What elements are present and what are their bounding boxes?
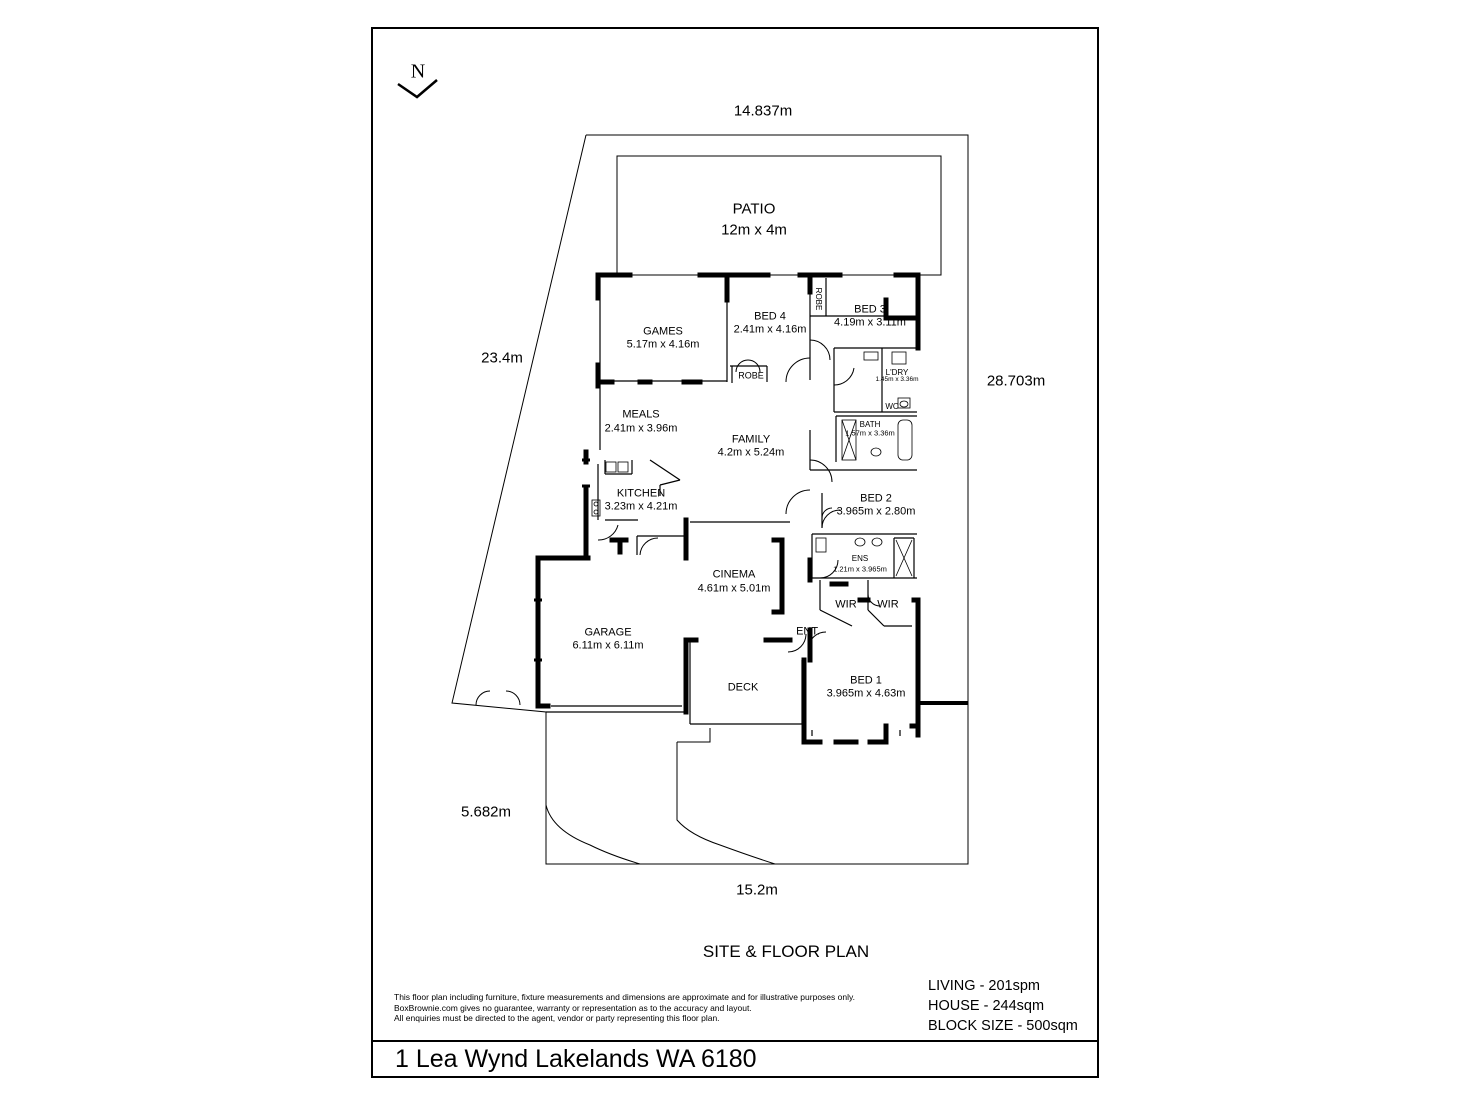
room-cinema-dim: 4.61m x 5.01m	[697, 582, 771, 595]
plan-title: SITE & FLOOR PLAN	[702, 942, 870, 961]
driveway-lines	[545, 728, 776, 865]
north-label: N	[410, 60, 426, 83]
room-ens-name: ENS	[851, 554, 869, 563]
room-games-dim: 5.17m x 4.16m	[626, 338, 700, 351]
door-swings	[475, 339, 881, 706]
room-cinema-name: CINEMA	[712, 568, 756, 581]
site-dim-right: 28.703m	[986, 372, 1046, 390]
disclaimer-line: BoxBrownie.com gives no guarantee, warra…	[394, 1002, 752, 1013]
kitchen-wall-stubs	[534, 458, 590, 662]
footer-divider	[371, 1040, 1099, 1042]
room-bed3-name: BED 3	[854, 303, 886, 316]
room-meals-dim: 2.41m x 3.96m	[604, 422, 678, 435]
room-family-dim: 4.2m x 5.24m	[717, 446, 785, 459]
room-bed2-name: BED 2	[860, 492, 892, 505]
room-meals-name: MEALS	[622, 408, 660, 421]
site-dim-top: 14.837m	[733, 102, 793, 120]
area-stats: LIVING - 201spm HOUSE - 244sqm BLOCK SIZ…	[928, 976, 1078, 1036]
room-bath-name: BATH	[859, 420, 881, 429]
site-dim-bottom: 15.2m	[736, 881, 778, 899]
room-bed1-dim: 3.965m x 4.63m	[826, 687, 906, 700]
room-garage-dim: 6.11m x 6.11m	[572, 639, 644, 652]
stat-living: LIVING - 201spm	[928, 978, 1041, 994]
room-bed4-name: BED 4	[754, 310, 786, 323]
disclaimer-line: All enquiries must be directed to the ag…	[394, 1013, 720, 1023]
stat-block: BLOCK SIZE - 500sqm	[928, 1018, 1078, 1034]
room-deck-name: DECK	[727, 681, 759, 694]
room-wir1-name: WIR	[835, 598, 857, 611]
room-robe4-name: ROBE	[738, 370, 764, 381]
stat-house: HOUSE - 244sqm	[928, 998, 1045, 1014]
room-bath-dim: 1.57m x 3.36m	[845, 428, 895, 438]
patio-outline	[616, 155, 942, 276]
room-bed1-name: BED 1	[850, 674, 882, 687]
room-wir2-name: WIR	[877, 598, 899, 611]
room-ens-dim: 1.21m x 3.965m	[833, 564, 887, 574]
site-boundary	[451, 134, 969, 865]
room-patio-name: PATIO	[732, 200, 776, 218]
room-bed2-dim: 3.965m x 2.80m	[836, 505, 916, 518]
interior-thin-walls	[546, 278, 917, 736]
room-wc-name: WC	[885, 402, 899, 411]
site-dim-bottom-left: 5.682m	[460, 803, 512, 821]
plan-border	[371, 27, 1099, 1078]
room-bed4-dim: 2.41m x 4.16m	[733, 323, 807, 336]
room-ldry-dim: 1.45m x 3.36m	[875, 375, 919, 383]
north-arrow-icon	[397, 79, 438, 99]
fixtures	[591, 351, 913, 577]
room-kitchen-name: KITCHEN	[616, 487, 666, 500]
disclaimer: This floor plan including furniture, fix…	[394, 992, 855, 1024]
disclaimer-line: This floor plan including furniture, fix…	[394, 992, 855, 1002]
room-patio-dim: 12m x 4m	[721, 221, 787, 239]
room-ldry-name: L'DRY	[885, 368, 909, 377]
room-family-name: FAMILY	[731, 433, 771, 446]
room-robe3-name: ROBE	[814, 287, 823, 311]
room-bed3-dim: 4.19m x 3.11m	[834, 316, 906, 329]
site-dim-left: 23.4m	[481, 349, 523, 367]
room-kitchen-dim: 3.23m x 4.21m	[604, 500, 678, 513]
room-ent-name: ENT.	[796, 625, 820, 638]
room-games-name: GAMES	[643, 325, 683, 338]
room-garage-name: GARAGE	[584, 626, 632, 639]
property-address: 1 Lea Wynd Lakelands WA 6180	[395, 1045, 757, 1073]
